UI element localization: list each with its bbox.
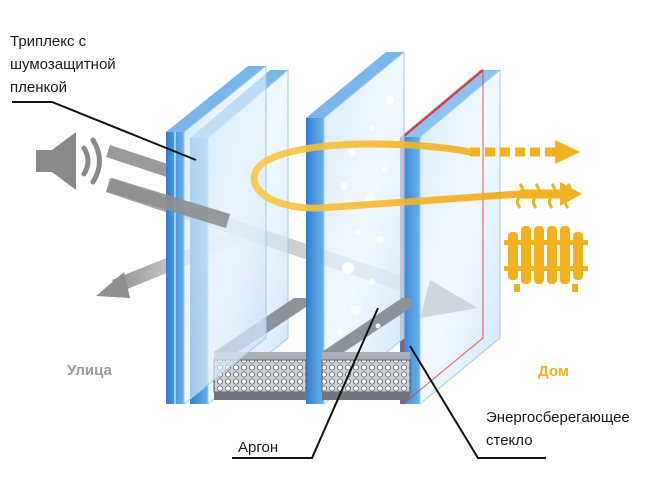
speaker-icon (36, 132, 102, 190)
spacer-frame-argon (321, 298, 412, 400)
label-home: Дом (538, 363, 569, 380)
leader-energy (409, 345, 546, 459)
leader-triplex (12, 101, 197, 161)
label-street: Улица (67, 362, 112, 379)
label-triplex: Триплекс с шумозащитной пленкой (10, 33, 116, 96)
sound-incoming-lines (106, 145, 180, 180)
sound-arrow-front (108, 178, 230, 228)
argon-bubbles (337, 96, 399, 335)
glass-pane-3 (306, 50, 405, 406)
label-argon: Аргон (238, 439, 279, 456)
heat-waves-icon (516, 183, 572, 209)
leader-lines (12, 101, 546, 459)
radiator-icon (504, 226, 588, 292)
label-energy-glass: Энергосберегающее стекло (486, 409, 630, 449)
leader-argon (232, 307, 379, 459)
